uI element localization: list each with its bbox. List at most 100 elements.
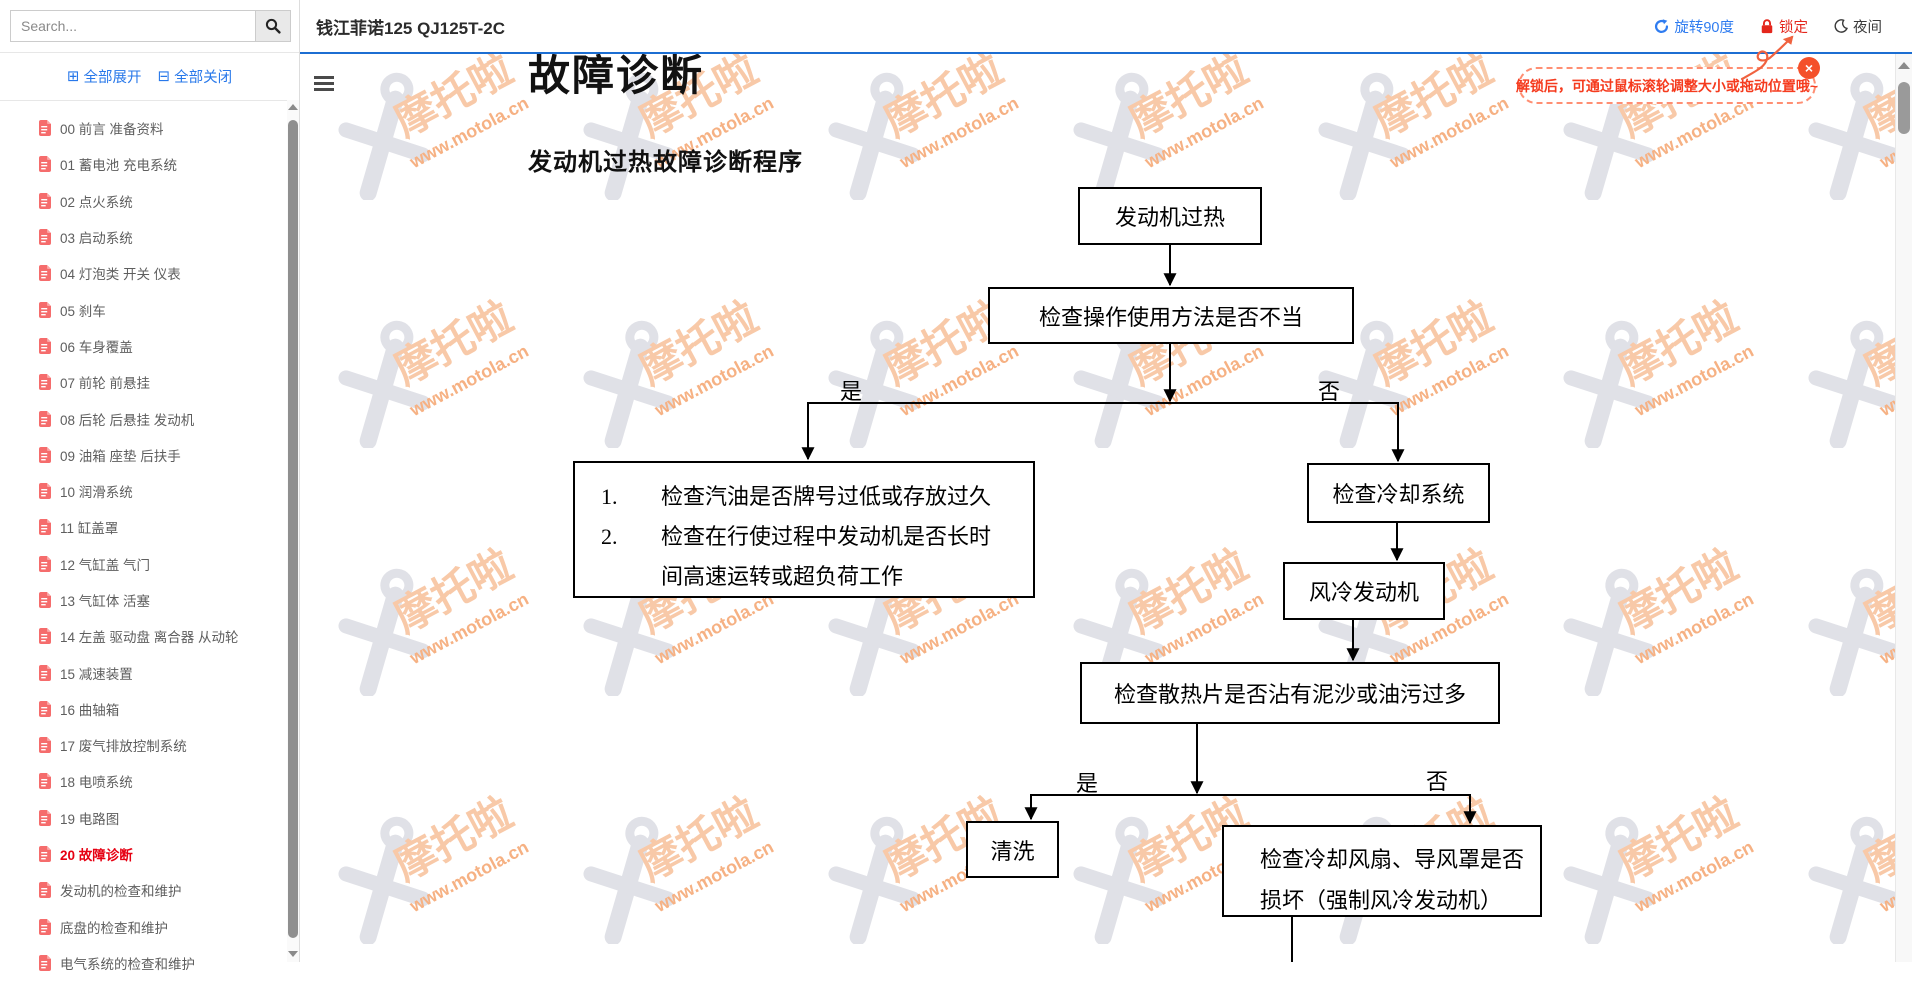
flowchart-node-check-usage: 检查操作使用方法是否不当 [988, 287, 1354, 344]
document-icon [39, 446, 51, 463]
document-icon [39, 592, 51, 608]
sidebar-chapter-label: 00 前言 准备资料 [60, 122, 164, 138]
sidebar-chapter-item[interactable]: 07 前轮 前悬挂 [0, 364, 286, 400]
document-icon [39, 265, 51, 282]
sidebar-chapter-item[interactable]: 13 气缸体 活塞 [0, 582, 286, 618]
sidebar-chapter-item[interactable]: 17 废气排放控制系统 [0, 727, 286, 763]
list-number: 2. [601, 524, 618, 549]
sidebar-chapter-item[interactable]: 02 点火系统 [0, 183, 286, 219]
sidebar-scrollbar-thumb[interactable] [288, 120, 298, 938]
flowchart-node-check-cooling: 检查冷却系统 [1307, 463, 1490, 523]
expand-all-label: 全部展开 [83, 70, 142, 86]
sidebar-chapter-item[interactable]: 09 油箱 座垫 后扶手 [0, 437, 286, 473]
sidebar-chapter-item[interactable]: 18 电喷系统 [0, 763, 286, 799]
document-icon [39, 809, 51, 826]
content-scrollbar-thumb[interactable] [1898, 82, 1910, 134]
menu-toggle-button[interactable] [314, 76, 334, 92]
sidebar-chapter-label: 09 油箱 座垫 后扶手 [60, 448, 181, 464]
collapse-all-label: 全部关闭 [174, 70, 233, 86]
sidebar-chapter-item[interactable]: 03 启动系统 [0, 219, 286, 255]
top-header: 钱江菲诺125 QJ125T-2C 旋转90度 锁定 夜间 [300, 0, 1912, 54]
collapse-all-button[interactable]: ⊟ 全部关闭 [158, 66, 233, 87]
sidebar-chapter-item[interactable]: 19 电路图 [0, 800, 286, 836]
sidebar-chapter-item[interactable]: 底盘的检查和维护 [0, 909, 286, 945]
sidebar-chapter-label: 06 车身覆盖 [60, 339, 133, 355]
scroll-up-icon[interactable] [288, 104, 298, 110]
sidebar-chapter-label: 17 废气排放控制系统 [60, 739, 187, 755]
sidebar-chapter-item[interactable]: 发动机的检查和维护 [0, 872, 286, 908]
document-icon [39, 120, 51, 137]
sidebar-chapter-label: 01 蓄电池 充电系统 [60, 158, 178, 174]
header-actions: 旋转90度 锁定 夜间 [1654, 0, 1882, 52]
flowchart-node-check-fins: 检查散热片是否沾有泥沙或油污过多 [1080, 662, 1500, 724]
sidebar-chapter-label: 13 气缸体 活塞 [60, 594, 151, 609]
rotate-label: 旋转90度 [1674, 19, 1734, 36]
flowchart-node-start: 发动机过热 [1078, 187, 1262, 245]
document-icon [39, 483, 51, 500]
page-title: 钱江菲诺125 QJ125T-2C [316, 18, 505, 38]
list-text: 检查在行使过程中发动机是否长时 [661, 524, 992, 549]
sidebar-chapter-label: 07 前轮 前悬挂 [60, 376, 151, 392]
sidebar-chapter-label: 03 启动系统 [60, 231, 133, 247]
sidebar-chapter-item[interactable]: 12 气缸盖 气门 [0, 546, 286, 582]
sidebar-chapter-item[interactable]: 06 车身覆盖 [0, 328, 286, 364]
flowchart-node-clean: 清洗 [966, 821, 1059, 878]
sidebar-chapter-item[interactable]: 20 故障诊断 [0, 836, 286, 872]
list-number [601, 557, 661, 597]
sidebar-chapter-label: 底盘的检查和维护 [60, 920, 168, 936]
sidebar-chapter-item[interactable]: 04 灯泡类 开关 仪表 [0, 255, 286, 291]
night-mode-button[interactable]: 夜间 [1834, 16, 1882, 37]
document-icon [39, 156, 51, 173]
sidebar-chapter-item[interactable]: 05 刹车 [0, 291, 286, 327]
content-scrollbar[interactable] [1895, 54, 1912, 962]
rotate-90-button[interactable]: 旋转90度 [1654, 16, 1734, 37]
divider [0, 52, 299, 53]
sidebar-chapter-label: 18 电喷系统 [60, 775, 133, 791]
search-button[interactable] [255, 10, 291, 42]
sidebar-scrollbar[interactable] [287, 100, 299, 962]
lock-label: 锁定 [1779, 19, 1808, 36]
sidebar-chapter-item[interactable]: 10 润滑系统 [0, 473, 286, 509]
branch-label-no: 否 [1318, 379, 1341, 404]
sidebar: ⊞ 全部展开 ⊟ 全部关闭 00 前言 准备资料 01 蓄电池 充电系统 [0, 0, 300, 972]
sidebar-chapter-label: 15 减速装置 [60, 666, 133, 682]
expand-all-button[interactable]: ⊞ 全部展开 [67, 66, 142, 87]
sidebar-chapter-item[interactable]: 15 减速装置 [0, 654, 286, 690]
document-icon [39, 519, 51, 536]
document-icon [39, 229, 51, 246]
document-icon [39, 410, 51, 427]
lock-button[interactable]: 锁定 [1760, 16, 1808, 37]
document-icon [39, 700, 51, 717]
document-icon [39, 555, 51, 572]
collapse-all-icon: ⊟ [157, 67, 171, 85]
sidebar-chapter-item[interactable]: 16 曲轴箱 [0, 691, 286, 727]
sidebar-chapter-item[interactable]: 01 蓄电池 充电系统 [0, 146, 286, 182]
document-icon [39, 337, 51, 354]
tree-controls: ⊞ 全部展开 ⊟ 全部关闭 [0, 53, 299, 100]
list-number: 1. [601, 484, 618, 509]
document-heading: 故障诊断 [528, 54, 705, 100]
sidebar-chapter-item[interactable]: 08 后轮 后悬挂 发动机 [0, 400, 286, 436]
branch-label-yes-2: 是 [1076, 771, 1099, 796]
sidebar-chapter-label: 05 刹车 [60, 303, 106, 319]
scroll-down-icon[interactable] [288, 951, 298, 957]
sidebar-chapter-label: 10 润滑系统 [60, 485, 133, 501]
search-row [10, 10, 291, 42]
sidebar-chapter-label: 20 故障诊断 [60, 848, 133, 864]
rotate-icon [1655, 18, 1669, 33]
scroll-up-icon[interactable] [1898, 62, 1910, 69]
sidebar-chapter-item[interactable]: 14 左盖 驱动盘 离合器 从动轮 [0, 618, 286, 654]
chapter-nav-list: 00 前言 准备资料 01 蓄电池 充电系统 02 点火系统 0 [0, 110, 286, 981]
tooltip-close-button[interactable]: × [1798, 57, 1820, 79]
sidebar-chapter-item[interactable]: 电气系统的检查和维护 [0, 945, 286, 981]
sidebar-chapter-label: 12 气缸盖 气门 [60, 557, 151, 573]
sidebar-chapter-item[interactable]: 00 前言 准备资料 [0, 110, 286, 146]
document-icon [39, 301, 51, 318]
sidebar-chapter-item[interactable]: 11 缸盖罩 [0, 509, 286, 545]
list-text: 检查汽油是否牌号过低或存放过久 [661, 484, 992, 509]
flowchart-node-usage-checks: 1. 检查汽油是否牌号过低或存放过久 2. 检查在行使过程中发动机是否长时 间高… [573, 461, 1035, 598]
list-text: 间高速运转或超负荷工作 [661, 564, 904, 589]
sidebar-chapter-label: 19 电路图 [60, 811, 120, 827]
search-input[interactable] [10, 10, 255, 42]
